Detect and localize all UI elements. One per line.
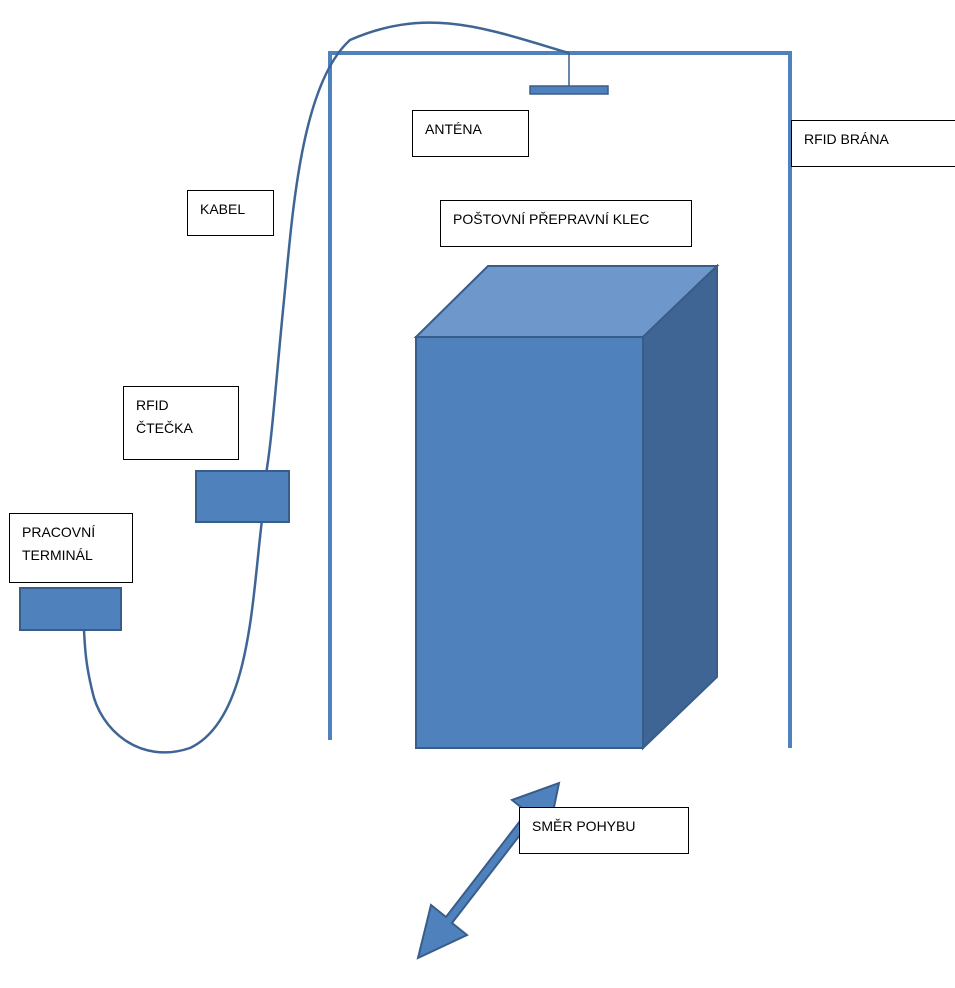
cage-side-face [642,263,718,751]
rfid-gate-frame [328,51,792,748]
cable-antenna-to-reader [264,21,570,475]
cable-label-text: KABEL [200,201,246,217]
rfid-gate-label: RFID BRÁNA [791,120,955,167]
work-terminal-label-line2: TERMINÁL [22,547,93,563]
cable-label: KABEL [187,190,274,236]
cable-reader-to-terminal [82,519,264,754]
work-terminal-label-line1: PRACOVNÍ [22,524,96,540]
antenna-bar [529,85,609,95]
cage-label: POŠTOVNÍ PŘEPRAVNÍ KLEC [440,200,692,247]
work-terminal-label: PRACOVNÍ TERMINÁL [9,513,133,583]
cage-label-text: POŠTOVNÍ PŘEPRAVNÍ KLEC [453,211,650,227]
rfid-reader-label: RFID ČTEČKA [123,386,239,460]
rfid-reader-label-line2: ČTEČKA [136,420,193,436]
antenna-label-text: ANTÉNA [425,121,482,137]
direction-label: SMĚR POHYBU [519,807,689,854]
rfid-reader-device [195,470,290,523]
postal-cage-box [413,263,720,751]
rfid-gate-label-text: RFID BRÁNA [804,131,889,147]
antenna-label: ANTÉNA [412,110,529,157]
work-terminal-device [19,587,122,631]
direction-label-text: SMĚR POHYBU [532,818,636,834]
cage-front-face [415,336,644,749]
rfid-reader-label-line1: RFID [136,397,169,413]
